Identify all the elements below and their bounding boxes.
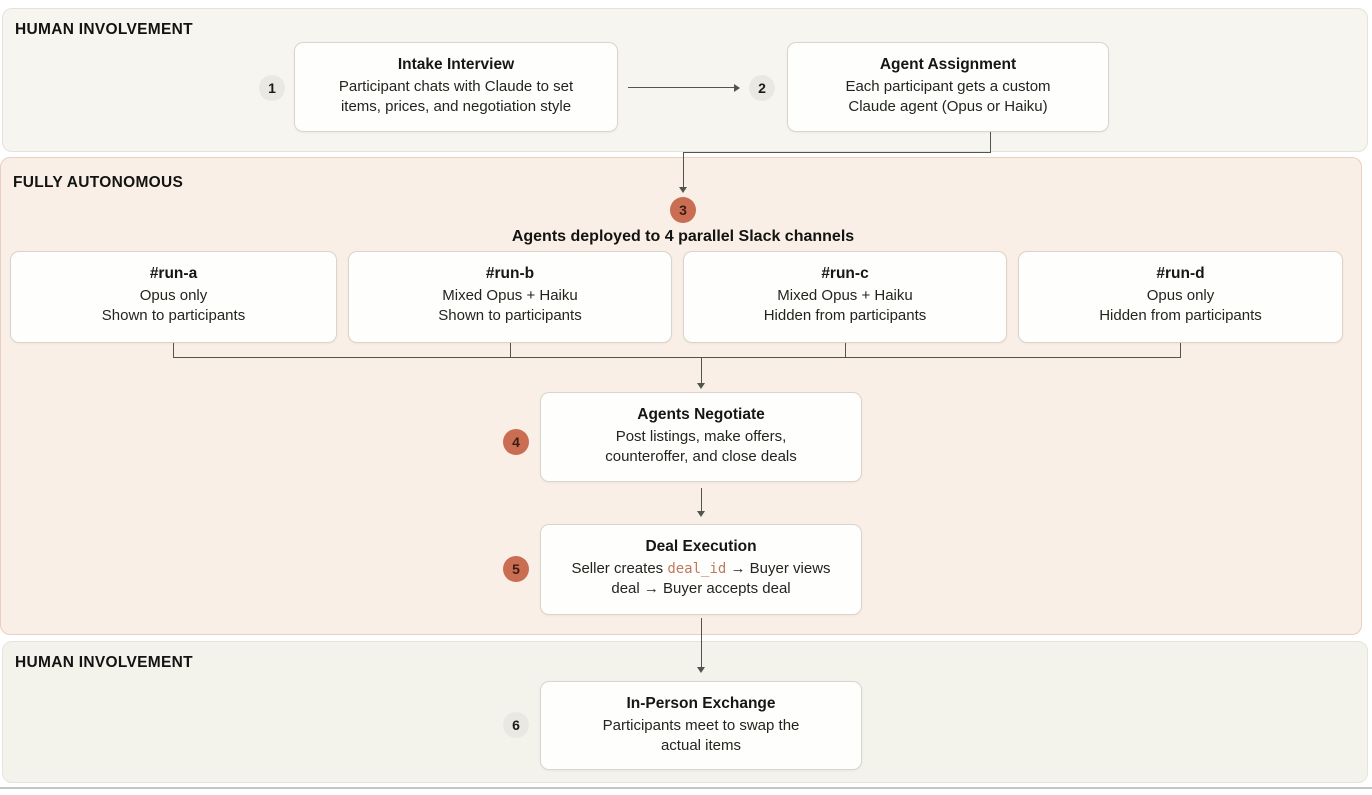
text-segment: Seller creates [571,560,668,577]
connector-run-d-stub [1180,343,1181,358]
step-4-badge: 4 [503,429,529,455]
in-person-exchange-box: In-Person Exchange Participants meet to … [540,681,862,770]
box-text-line: Each participant gets a custom [845,78,1051,95]
connector-assignment-across [683,152,991,153]
box-text-line: actual items [660,737,742,754]
text-segment: → Buyer views [726,560,831,577]
box-text-line: Seller creates deal_id → Buyer views [541,559,861,579]
channel-text-line: Shown to participants [438,307,582,324]
intake-interview-box: Intake Interview Participant chats with … [294,42,618,132]
step-5-badge: 5 [503,556,529,582]
connector-assignment-drop [990,131,991,153]
arrow-to-negotiate [701,357,702,384]
channel-name: #run-a [149,265,198,282]
arrowhead-right-icon [734,84,740,92]
connector-run-b-stub [510,343,511,358]
box-text-line: Participant chats with Claude to set [338,78,574,95]
step-2-badge: 2 [749,75,775,101]
section-label: FULLY AUTONOMOUS [13,174,184,191]
arrow-to-deploy [683,152,684,188]
box-title: Intake Interview [397,56,515,73]
channel-text-line: Mixed Opus + Haiku [442,287,578,304]
deploy-heading: Agents deployed to 4 parallel Slack chan… [511,228,855,245]
channel-name: #run-b [485,265,535,282]
box-title: Deal Execution [645,538,757,555]
channel-text-line: Hidden from participants [1099,307,1262,324]
agent-assignment-box: Agent Assignment Each participant gets a… [787,42,1109,132]
box-text-line: Claude agent (Opus or Haiku) [848,98,1048,115]
channel-text-line: Opus only [139,287,208,304]
channel-text-line: Shown to participants [101,307,246,324]
channel-name: #run-d [1156,265,1205,282]
deal-execution-box: Deal Execution Seller creates deal_id → … [540,524,862,615]
section-label: HUMAN INVOLVEMENT [15,654,193,671]
connector-run-a-stub [173,343,174,358]
arrowhead-down-icon [697,511,705,517]
box-title: Agents Negotiate [637,406,765,423]
channel-name: #run-c [821,265,869,282]
box-text-line: Participants meet to swap the [602,717,800,734]
step-3-badge: 3 [670,197,696,223]
box-text-line: counteroffer, and close deals [605,448,797,465]
channel-text-line: Hidden from participants [763,307,927,324]
section-label: HUMAN INVOLVEMENT [15,21,193,38]
arrow-intake-to-assignment [628,87,736,88]
page-bottom-divider [0,787,1372,789]
arrow-negotiate-to-execution [701,488,702,512]
channel-run-d-box: #run-d Opus only Hidden from participant… [1018,251,1343,343]
agents-negotiate-box: Agents Negotiate Post listings, make off… [540,392,862,482]
box-title: In-Person Exchange [626,695,776,712]
channel-run-a-box: #run-a Opus only Shown to participants [10,251,337,343]
channel-run-c-box: #run-c Mixed Opus + Haiku Hidden from pa… [683,251,1007,343]
step-1-badge: 1 [259,75,285,101]
box-title: Agent Assignment [879,56,1017,73]
step-6-badge: 6 [503,712,529,738]
arrowhead-down-icon [697,667,705,673]
channel-run-b-box: #run-b Mixed Opus + Haiku Shown to parti… [348,251,672,343]
connector-run-c-stub [845,343,846,358]
arrowhead-down-icon [697,383,705,389]
channel-text-line: Mixed Opus + Haiku [777,287,913,304]
arrowhead-down-icon [679,187,687,193]
box-text-line: items, prices, and negotiation style [340,98,572,115]
connector-channel-bus [173,357,1181,358]
channel-text-line: Opus only [1146,287,1215,304]
arrow-execution-to-exchange [701,618,702,668]
deal-id-code: deal_id [667,561,727,577]
section-human-involvement-top: HUMAN INVOLVEMENT [2,8,1368,152]
box-text-line: Post listings, make offers, [615,428,787,445]
box-text-line: deal → Buyer accepts deal [611,580,791,597]
